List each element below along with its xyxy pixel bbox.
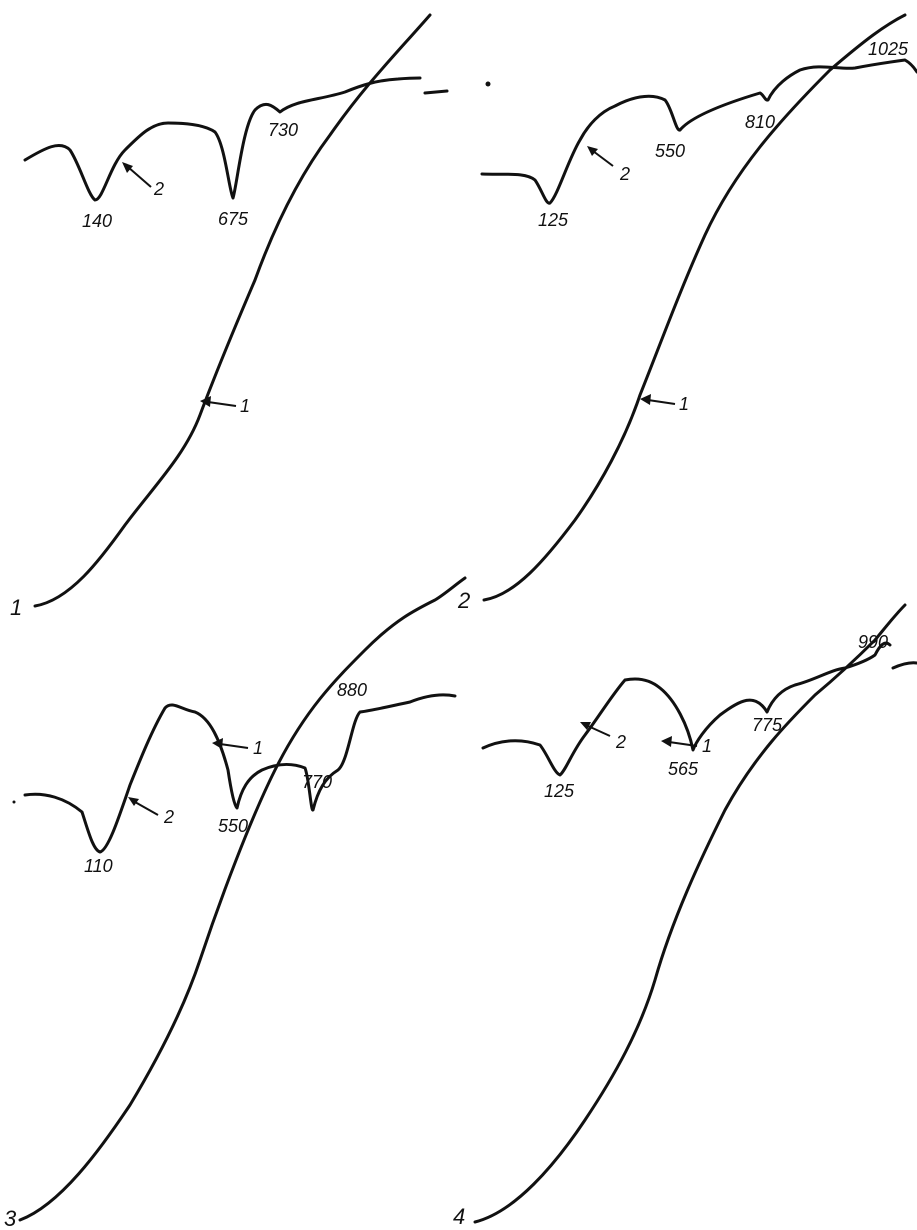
panel-4-curve-1	[473, 603, 907, 1224]
panel-1-arrowhead-1	[200, 396, 211, 407]
panel-4-peak-1: 125	[544, 781, 575, 801]
panel-3-arrowhead-2	[128, 797, 139, 806]
panel-4-label: 4	[453, 1204, 465, 1229]
panel-4-label-2: 2	[615, 732, 626, 752]
panel-3-peak-1: 110	[84, 856, 113, 876]
panel-1: 1 2 140 675 730 1	[10, 13, 449, 620]
panel-2-peak-3: 810	[745, 112, 775, 132]
panel-3-peak-4: 880	[337, 680, 367, 700]
panel-2-arrowhead-2	[587, 146, 598, 156]
panel-1-arrow-2	[127, 166, 152, 188]
panel-1-dash	[423, 89, 449, 95]
panel-2-label-1: 1	[679, 394, 689, 414]
panel-1-label-2: 2	[153, 179, 164, 199]
panel-4-peak-4: 990	[858, 632, 888, 652]
panel-4-label-1: 1	[702, 736, 712, 756]
panel-1-arrow-1	[207, 401, 237, 407]
panel-4-arrowhead-1	[661, 736, 672, 747]
panel-4: 1 2 125 565 775 990 4	[453, 603, 917, 1229]
panel-3-curve-1	[18, 576, 467, 1222]
panel-4-peak-2: 565	[668, 759, 699, 779]
panel-1-label: 1	[10, 595, 22, 620]
panel-1-peak-1: 140	[82, 211, 112, 231]
panel-1-curve-2	[23, 76, 422, 202]
panel-3-peak-3: 770	[302, 772, 332, 792]
panel-4-arrowhead-2	[580, 722, 591, 730]
panel-3: 1 2 110 550 770 880 3	[4, 576, 467, 1230]
panel-2-arrow-1	[647, 399, 676, 405]
panel-2-arrow-2	[592, 150, 614, 167]
panel-2-peak-4: 1025	[868, 39, 909, 59]
ink-speck	[485, 81, 491, 87]
panel-1-peak-3: 730	[268, 120, 298, 140]
panel-3-label-1: 1	[253, 738, 263, 758]
panel-4-arrow-2	[587, 725, 611, 737]
panel-3-arrow-1	[219, 743, 249, 749]
panel-3-arrowhead-1	[212, 738, 223, 749]
panel-1-peak-2: 675	[218, 209, 249, 229]
panel-2-arrowhead-1	[640, 394, 651, 405]
panel-2-peak-2: 550	[655, 141, 685, 161]
panel-4-curve-2	[481, 641, 892, 777]
panel-3-label: 3	[4, 1206, 17, 1230]
panel-2-label: 2	[457, 588, 470, 613]
panel-1-arrowhead-2	[122, 162, 133, 173]
panel-2-curve-1	[482, 13, 907, 602]
panel-4-peak-3: 775	[752, 715, 783, 735]
panel-4-arrow-1	[668, 741, 698, 747]
panel-2: 1 2 125 550 810 1025 2	[457, 13, 917, 613]
panel-3-curve-2	[23, 693, 457, 854]
panel-1-curve-1	[33, 13, 432, 608]
panel-3-label-2: 2	[163, 807, 174, 827]
panel-3-peak-2: 550	[218, 816, 248, 836]
panel-2-peak-1: 125	[538, 210, 569, 230]
ink-speck	[12, 800, 16, 804]
panel-2-curve-2	[480, 58, 917, 205]
panel-1-label-1: 1	[240, 396, 250, 416]
panel-3-arrow-2	[134, 801, 159, 816]
panel-2-label-2: 2	[619, 164, 630, 184]
panel-4-tail	[891, 661, 917, 670]
